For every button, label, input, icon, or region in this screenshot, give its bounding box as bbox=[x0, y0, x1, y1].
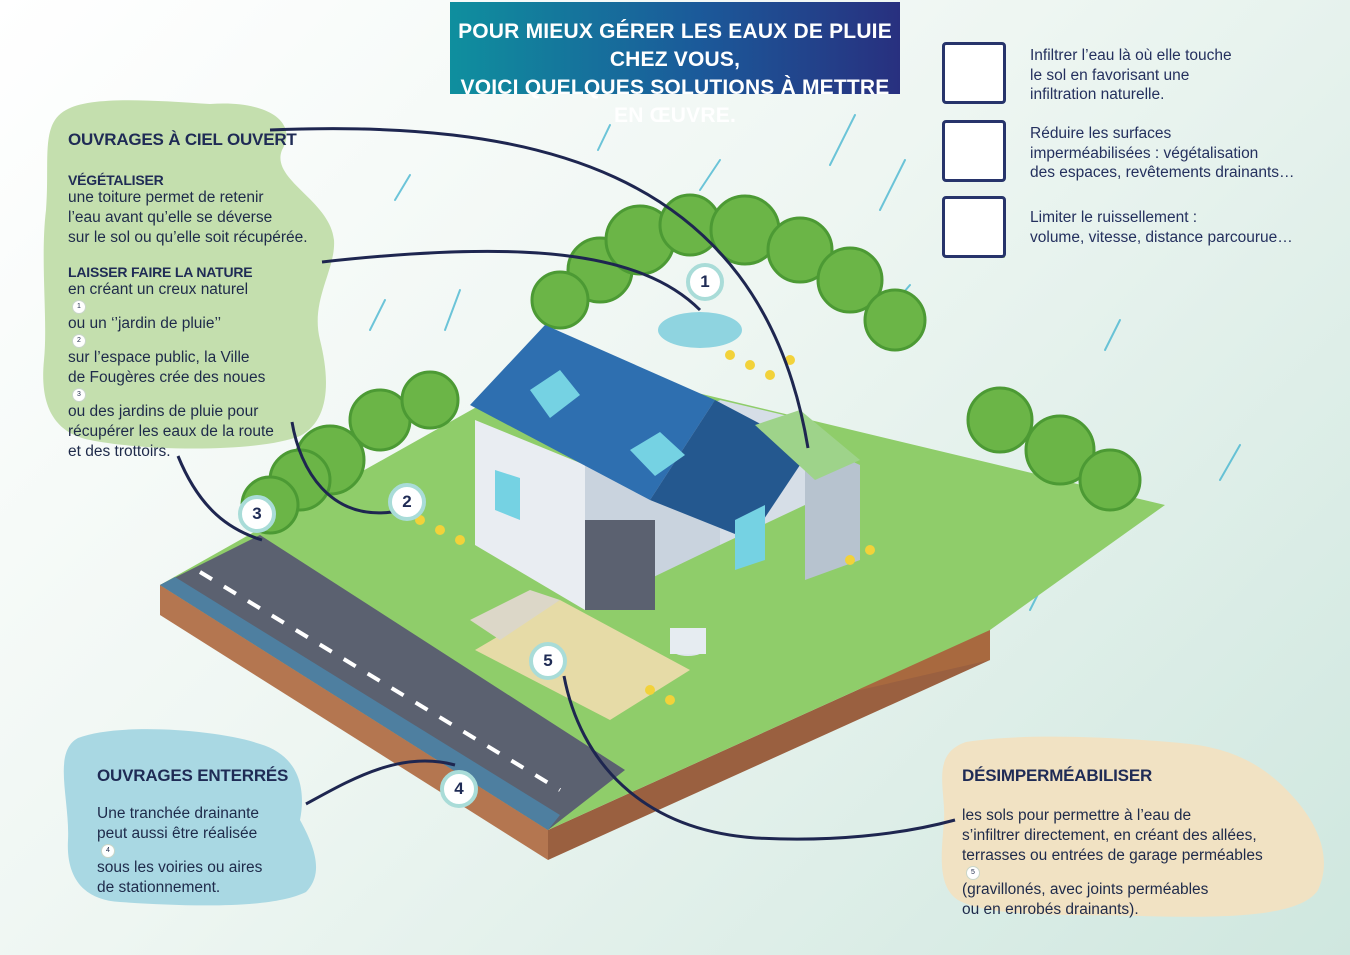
rain-streak bbox=[829, 114, 856, 166]
flower bbox=[745, 360, 755, 370]
terrain-soil-right bbox=[548, 630, 990, 860]
road-shoulder bbox=[160, 577, 560, 830]
marker-1: 1 bbox=[686, 263, 724, 301]
ciel-ouvert-heading: OUVRAGES À CIEL OUVERT bbox=[68, 130, 297, 149]
rain-streak bbox=[699, 159, 721, 191]
paved-driveway bbox=[475, 600, 690, 720]
enterres-panel: OUVRAGES ENTERRÉS Une tranchée drainante… bbox=[97, 766, 307, 898]
tree-canopy bbox=[863, 288, 927, 352]
flower bbox=[455, 535, 465, 545]
marker-5: 5 bbox=[529, 642, 567, 680]
enterres-heading: OUVRAGES ENTERRÉS bbox=[97, 766, 289, 785]
vegetaliser-text: une toiture permet de retenir l’eau avan… bbox=[68, 189, 308, 246]
rain-streak bbox=[1219, 444, 1241, 481]
rain-streak bbox=[1104, 319, 1121, 351]
flower bbox=[435, 525, 445, 535]
flower bbox=[785, 355, 795, 365]
desimper-panel: DÉSIMPERMÉABILISER les sols pour permett… bbox=[962, 766, 1312, 920]
flower bbox=[725, 350, 735, 360]
flower bbox=[845, 555, 855, 565]
road-surface bbox=[160, 535, 625, 830]
legend-text-reduire: Réduire les surfaces imperméabilisées : … bbox=[1030, 125, 1295, 181]
house bbox=[470, 325, 860, 656]
title-banner: POUR MIEUX GÉRER LES EAUX DE PLUIE CHEZ … bbox=[450, 2, 900, 127]
marker-4: 4 bbox=[440, 770, 478, 808]
rain-streak bbox=[369, 299, 386, 331]
rain-streak bbox=[394, 174, 411, 201]
tree-canopy bbox=[766, 216, 834, 284]
tree-canopy bbox=[1024, 414, 1096, 486]
runoff-slope-icon bbox=[942, 196, 1006, 258]
enterres-text: Une tranchée drainante peut aussi être r… bbox=[97, 805, 263, 896]
marker-3: 3 bbox=[238, 495, 276, 533]
legend-item-infiltrer: Infiltrer l’eau là où elle touche le sol… bbox=[942, 42, 1332, 106]
tree-canopy bbox=[400, 370, 460, 430]
connector-lines bbox=[176, 127, 956, 841]
rain-streak bbox=[597, 124, 611, 151]
legend-item-reduire: Réduire les surfaces imperméabilisées : … bbox=[942, 120, 1332, 184]
flower bbox=[765, 370, 775, 380]
garden-plants bbox=[415, 350, 875, 705]
ciel-ouvert-panel: OUVRAGES À CIEL OUVERT VÉGÉTALISER une t… bbox=[68, 130, 338, 462]
flower bbox=[645, 685, 655, 695]
title-line-2: VOICI QUELQUES SOLUTIONS À METTRE EN ŒUV… bbox=[460, 76, 890, 127]
terrain-soil-far bbox=[860, 630, 990, 690]
desimper-text: les sols pour permettre à l’eau de s’inf… bbox=[962, 807, 1263, 918]
garden-path bbox=[470, 590, 560, 640]
desimper-heading: DÉSIMPERMÉABILISER bbox=[962, 766, 1153, 785]
infiltration-drop-icon bbox=[942, 42, 1006, 104]
rain-garden-pond bbox=[658, 312, 742, 348]
marker-2: 2 bbox=[388, 483, 426, 521]
legend-text-limiter: Limiter le ruissellement : volume, vites… bbox=[1030, 209, 1293, 246]
rain-streak bbox=[444, 289, 461, 331]
vegetaliser-title: VÉGÉTALISER bbox=[68, 172, 164, 188]
green-panel-blob bbox=[43, 100, 335, 449]
title-line-1: POUR MIEUX GÉRER LES EAUX DE PLUIE CHEZ … bbox=[458, 20, 892, 71]
tree-canopy bbox=[530, 270, 590, 330]
nature-title: LAISSER FAIRE LA NATURE bbox=[68, 264, 253, 280]
tree-canopy bbox=[1078, 448, 1142, 512]
rain-streak bbox=[879, 159, 906, 211]
flower bbox=[865, 545, 875, 555]
tree-canopy bbox=[966, 386, 1034, 454]
legend-item-limiter: Limiter le ruissellement : volume, vites… bbox=[942, 196, 1332, 260]
beige-panel-blob bbox=[941, 736, 1324, 917]
tree-canopy bbox=[816, 246, 884, 314]
flower bbox=[665, 695, 675, 705]
blue-panel-blob bbox=[63, 729, 317, 906]
legend-text-infiltrer: Infiltrer l’eau là où elle touche le sol… bbox=[1030, 47, 1232, 103]
permeable-surface-icon bbox=[942, 120, 1006, 182]
